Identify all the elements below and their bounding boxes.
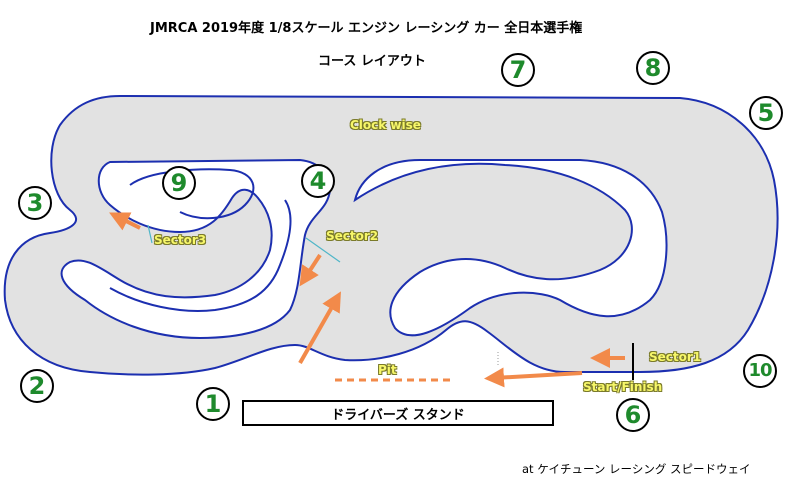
corner-1-marker: 1 — [196, 387, 230, 421]
corner-3-marker: 3 — [18, 186, 52, 220]
track-infield-right — [353, 159, 668, 337]
sector2-marker — [305, 237, 341, 263]
page-title: JMRCA 2019年度 1/8スケール エンジン レーシング カー 全日本選手… — [150, 21, 583, 36]
corner-7-marker: 7 — [501, 53, 535, 87]
arrow-start-straight — [484, 367, 583, 388]
track-inner-line-mid — [109, 199, 292, 312]
corner-6-marker: 6 — [616, 398, 650, 432]
corner-8-marker: 8 — [636, 51, 670, 85]
corner-10-marker: 10 — [743, 354, 777, 388]
page-subtitle: コース レイアウト — [318, 54, 426, 69]
venue-credit: at ケイチューン レーシング スピードウェイ — [522, 462, 751, 476]
arrow-sector3 — [109, 212, 141, 231]
drivers-stand: ドライバーズ スタンド — [242, 400, 554, 426]
sector3-marker — [147, 224, 153, 244]
pit-label: Pit — [378, 363, 397, 377]
corner-4-marker: 4 — [301, 164, 335, 198]
sector1-label: Sector1 — [649, 350, 702, 364]
corner-5-marker: 5 — [749, 96, 783, 130]
sector3-label: Sector3 — [154, 233, 207, 247]
sector2-label: Sector2 — [326, 229, 379, 243]
arrow-sector2 — [299, 253, 322, 287]
corner-2-marker: 2 — [20, 369, 54, 403]
start-finish-label: Start/Finish — [583, 380, 663, 394]
direction-label: Clock wise — [350, 118, 421, 132]
corner-9-marker: 9 — [162, 166, 196, 200]
arrow-corner1 — [298, 291, 341, 364]
